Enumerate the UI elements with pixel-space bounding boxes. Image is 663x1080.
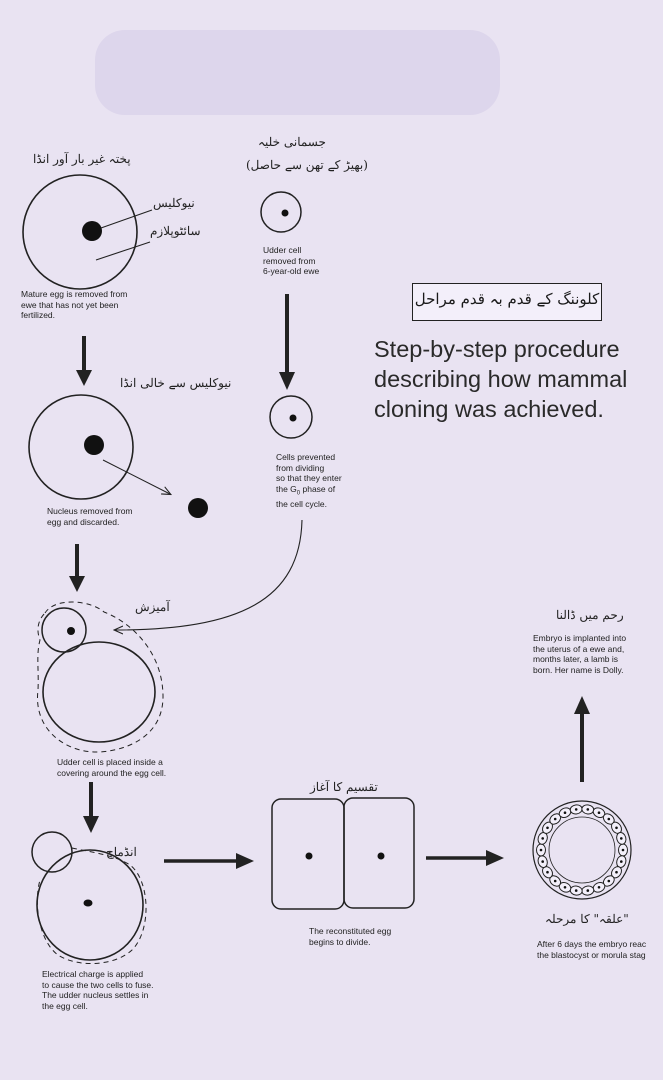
blastocyst-cell-nucleus [620, 860, 623, 863]
g-phase-text-tail: phase of [300, 483, 336, 494]
label-embryo-line: the uterus of a ewe and, [533, 643, 625, 654]
blastocyst-cell-nucleus [546, 826, 549, 830]
blastocyst-cell-nucleus [597, 886, 601, 889]
caption-line-3: cloning was achieved. [374, 396, 604, 422]
label-electrical-line: the egg cell. [42, 1000, 88, 1011]
label-nucleus-removed-line: egg and discarded. [47, 516, 120, 527]
caption-line-1: Step-by-step procedure [374, 336, 620, 362]
arrow-egg-down [76, 336, 92, 386]
blastocyst-cell-nucleus [563, 811, 567, 814]
urdu-mixing: آمیزش [135, 600, 170, 614]
arrow-up-implant [574, 696, 590, 782]
urdu-fusion: انڈماج [106, 845, 137, 859]
blastocyst-cell-nucleus [620, 837, 623, 840]
blastocyst-cell-nucleus [607, 817, 611, 821]
label-cells-prevented-line: the G0 phase of [276, 484, 342, 499]
blastocyst-outline [532, 800, 632, 900]
label-after-6-days-line: the blastocyst or morula stag [537, 949, 646, 960]
label-mature-egg: Mature egg is removed from ewe that has … [21, 289, 127, 321]
blastocyst-cell-nucleus [574, 808, 578, 811]
arrow-egg-down-3 [83, 782, 99, 833]
urdu-division-start: تقسیم کا آغاز [310, 780, 378, 794]
label-electrical-charge: Electrical charge is applied to cause th… [42, 969, 154, 1011]
blastocyst [532, 800, 632, 900]
blastocyst-inner-outline [548, 816, 616, 884]
label-udder-cell: Udder cell removed from 6-year-old ewe [263, 245, 319, 277]
mature-egg [22, 174, 153, 290]
label-mature-egg-line: fertilized. [21, 310, 56, 320]
blastocyst-cell-nucleus [586, 889, 590, 892]
title-urdu: کلوننگ کے قدم بہ قدم مراحل [414, 290, 600, 308]
curved-arrow-mixing [115, 519, 303, 630]
blastocyst-cell-nucleus [607, 879, 611, 883]
fused-egg [31, 831, 147, 964]
label-reconstituted-line: The reconstituted egg [309, 926, 392, 936]
urdu-implantation: رحم میں ڈالنا [556, 608, 624, 622]
label-cells-prevented-line: the cell cycle. [276, 498, 328, 509]
label-udder-line: Udder cell [263, 245, 302, 255]
udder-cell [260, 191, 302, 233]
urdu-enucleated-egg: نیوکلیس سے خالی انڈا [120, 376, 232, 390]
blastocyst-cell-nucleus [553, 817, 557, 821]
label-udder-placed: Udder cell is placed inside a covering a… [57, 757, 166, 778]
g-phase-text: the G [276, 483, 297, 494]
label-after-6-days-line: After 6 days the embryo reac [537, 939, 647, 949]
arrow-egg-down-2 [69, 544, 85, 592]
urdu-somatic-cell: جسمانی خلیہ [258, 135, 326, 149]
label-reconstituted-line: begins to divide. [309, 936, 371, 947]
label-nucleus-removed: Nucleus removed from egg and discarded. [47, 506, 133, 527]
faded-header-blob [95, 30, 500, 115]
combined-cells [37, 601, 164, 753]
urdu-cytoplasm: سائٹوپلازم [150, 224, 201, 238]
caption: Step-by-step procedure describing how ma… [374, 334, 627, 424]
label-embryo-line: Embryo is implanted into [533, 633, 627, 643]
label-mature-egg-line: ewe that has not yet been [21, 299, 119, 310]
blastocyst-cell-nucleus [574, 889, 578, 892]
blastocyst-cell-nucleus [586, 808, 590, 811]
label-cells-prevented-line: Cells prevented [276, 452, 336, 462]
label-cells-prevented-line: from dividing [276, 462, 325, 473]
label-nucleus-removed-line: Nucleus removed from [47, 506, 133, 516]
dividing-egg [271, 797, 415, 910]
blastocyst-cell-nucleus [615, 826, 618, 830]
label-reconstituted: The reconstituted egg begins to divide. [309, 926, 391, 947]
label-electrical-line: to cause the two cells to fuse. [42, 979, 154, 990]
blastocyst-cell-nucleus [597, 811, 601, 814]
blastocyst-cell-nucleus [615, 870, 618, 874]
arrow-to-blastocyst [426, 850, 504, 866]
label-cells-prevented: Cells prevented from dividing so that th… [276, 452, 342, 509]
label-udder-placed-line: covering around the egg cell. [57, 767, 167, 778]
label-udder-line: removed from [263, 255, 316, 266]
caption-line-2: describing how mammal [374, 366, 628, 392]
urdu-nucleus: نیوکلیس [153, 196, 195, 210]
label-udder-placed-line: Udder cell is placed inside a [57, 757, 163, 767]
label-embryo-implanted: Embryo is implanted into the uterus of a… [533, 633, 626, 675]
g-phase-subscript: 0 [296, 490, 301, 497]
blastocyst-cell-nucleus [541, 860, 544, 863]
label-udder-line: 6-year-old ewe [263, 266, 320, 276]
label-embryo-line: months later, a lamb is [533, 654, 619, 664]
label-electrical-line: Electrical charge is applied [42, 969, 144, 979]
label-embryo-line: born. Her name is Dolly. [533, 664, 624, 675]
label-after-6-days: After 6 days the embryo reac the blastoc… [537, 939, 646, 960]
blastocyst-cell-nucleus [539, 848, 543, 852]
enucleated-egg [28, 394, 208, 518]
label-mature-egg-line: Mature egg is removed from [21, 289, 128, 299]
blastocyst-cell-nucleus [563, 886, 567, 889]
blastocyst-cell-nucleus [541, 837, 544, 840]
arrow-udder-down [279, 294, 295, 390]
arrow-to-division [164, 853, 254, 869]
label-electrical-line: The udder nucleus settles in [42, 990, 149, 1000]
label-cells-prevented-line: so that they enter [276, 473, 342, 483]
blastocyst-cell-nucleus [546, 870, 549, 874]
blastocyst-cell-nucleus [621, 848, 625, 852]
blastocyst-cell-nucleus [553, 879, 557, 883]
urdu-somatic-source: (بھیڑ کے تھن سے حاصل) [246, 158, 368, 172]
urdu-blastocyst-stage: "علقہ" کا مرحلہ [545, 912, 629, 926]
urdu-mature-egg: پختہ غیر بار آور انڈا [33, 152, 131, 166]
g0-cell [269, 395, 313, 439]
title-box: کلوننگ کے قدم بہ قدم مراحل [412, 283, 602, 321]
